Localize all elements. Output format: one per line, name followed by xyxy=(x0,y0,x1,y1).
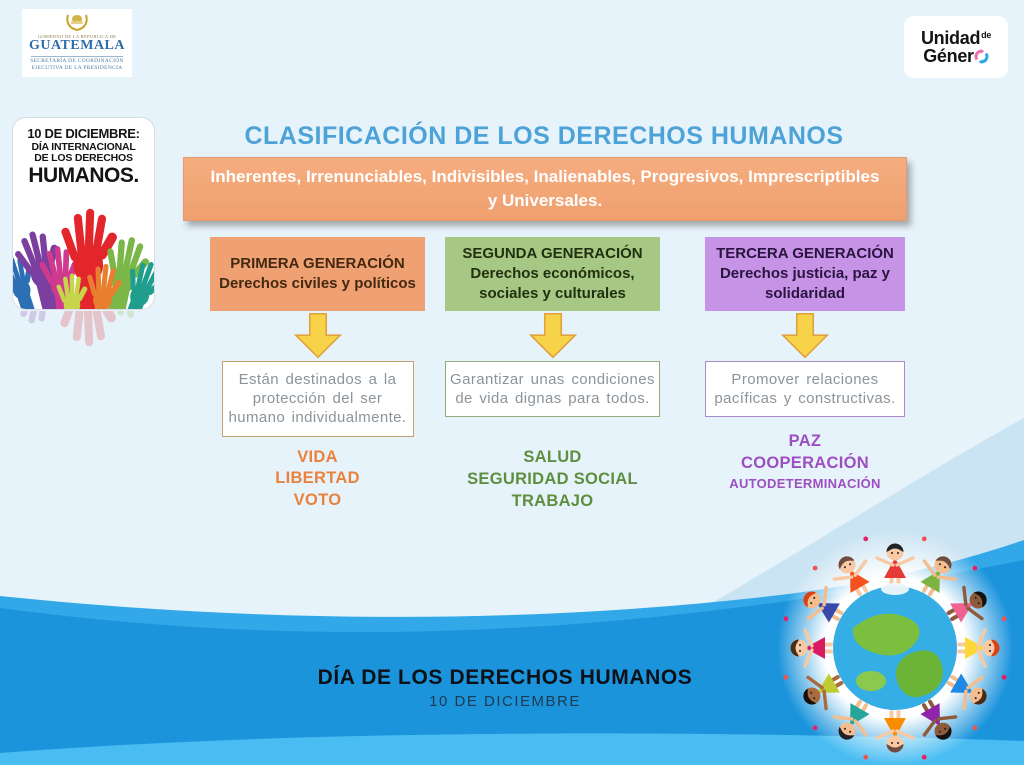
gov-logo-divider xyxy=(31,55,123,57)
page-title: CLASIFICACIÓN DE LOS DERECHOS HUMANOS xyxy=(244,122,844,150)
generation-3-header-box: TERCERA GENERACIÓN Derechos justicia, pa… xyxy=(705,237,905,311)
generation-3-rights-list: PAZ COOPERACIÓN AUTODETERMINACIÓN xyxy=(729,431,880,492)
generation-2-title: SEGUNDA GENERACIÓN xyxy=(462,244,643,262)
list-item: SALUD xyxy=(523,448,582,467)
poster-line4: HUMANOS. xyxy=(28,164,139,188)
list-item: VIDA xyxy=(297,447,338,466)
gov-logo-topline: GOBIERNO DE LA REPÚBLICA DE xyxy=(37,34,117,39)
generation-2-description-box: Garantizar unas condiciones de vida dign… xyxy=(445,361,660,418)
generation-column-1: PRIMERA GENERACIÓN Derechos civiles y po… xyxy=(210,237,425,512)
down-arrow-icon xyxy=(780,313,830,359)
gender-circle-arrows-icon xyxy=(974,49,989,64)
generation-3-title: TERCERA GENERACIÓN xyxy=(716,244,894,262)
list-item: LIBERTAD xyxy=(275,469,360,488)
list-item: TRABAJO xyxy=(511,491,594,510)
list-item: PAZ xyxy=(788,432,822,451)
unit-logo-word1: Unidad xyxy=(920,28,981,48)
generation-1-subtitle: Derechos civiles y políticos xyxy=(219,275,416,292)
footer-subtitle: 10 DE DICIEMBRE xyxy=(429,693,581,710)
unidad-de-genero-logo: Unidad de Géner xyxy=(904,16,1008,78)
generation-1-rights-list: VIDA LIBERTAD VOTO xyxy=(275,447,360,512)
unit-logo-word3: Géner xyxy=(923,46,974,66)
footer: DÍA DE LOS DERECHOS HUMANOS 10 DE DICIEM… xyxy=(255,666,755,710)
generation-3-subtitle: Derechos justicia, paz y solidaridad xyxy=(719,264,891,303)
poster-reflection xyxy=(12,311,155,347)
footer-title: DÍA DE LOS DERECHOS HUMANOS xyxy=(317,666,693,689)
subtitle-banner: Inherentes, Irrenunciables, Indivisibles… xyxy=(183,157,907,221)
list-item: AUTODETERMINACIÓN xyxy=(729,475,881,491)
guatemala-crest-icon xyxy=(66,14,88,31)
unit-logo-line2: Géner xyxy=(923,47,989,65)
generation-1-header-box: PRIMERA GENERACIÓN Derechos civiles y po… xyxy=(210,237,425,311)
unit-logo-line1: Unidad de xyxy=(921,29,991,47)
guatemala-government-logo: GOBIERNO DE LA REPÚBLICA DE GUATEMALA SE… xyxy=(22,9,132,77)
children-around-globe-illustration xyxy=(777,530,1013,765)
generation-column-2: SEGUNDA GENERACIÓN Derechos económicos, … xyxy=(445,237,660,513)
generation-1-description-box: Están destinados a la protección del ser… xyxy=(221,361,414,437)
generation-3-description-box: Promover relaciones pacíficas y construc… xyxy=(705,361,905,418)
list-item: COOPERACIÓN xyxy=(741,454,869,473)
list-item: SEGURIDAD SOCIAL xyxy=(467,470,638,489)
down-arrow-icon xyxy=(528,313,577,359)
list-item: VOTO xyxy=(293,491,342,510)
down-arrow-icon xyxy=(293,313,342,359)
generation-2-subtitle: Derechos económicos, sociales y cultural… xyxy=(470,264,635,303)
gov-logo-secretariat-line2: EJECUTIVA DE LA PRESIDENCIA xyxy=(31,65,123,72)
raised-hands-illustration xyxy=(13,207,154,309)
poster-line2: DÍA INTERNACIONAL xyxy=(31,140,136,153)
generation-2-header-box: SEGUNDA GENERACIÓN Derechos económicos, … xyxy=(445,237,660,311)
poster-line1: 10 DE DICIEMBRE: xyxy=(27,126,140,141)
raised-hands-reflection xyxy=(12,311,153,347)
gov-logo-secretariat-line1: SECRETARÍA DE COORDINACIÓN xyxy=(30,57,124,64)
generation-2-rights-list: SALUD SEGURIDAD SOCIAL TRABAJO xyxy=(467,447,638,512)
generation-1-title: PRIMERA GENERACIÓN xyxy=(230,254,405,272)
gov-logo-name: GUATEMALA xyxy=(28,38,126,53)
generation-column-3: TERCERA GENERACIÓN Derechos justicia, pa… xyxy=(705,237,905,492)
poster-line3: DE LOS DERECHOS xyxy=(34,152,133,165)
human-rights-day-poster: 10 DE DICIEMBRE: DÍA INTERNACIONAL DE LO… xyxy=(12,117,155,310)
unit-logo-word2: de xyxy=(981,30,992,40)
